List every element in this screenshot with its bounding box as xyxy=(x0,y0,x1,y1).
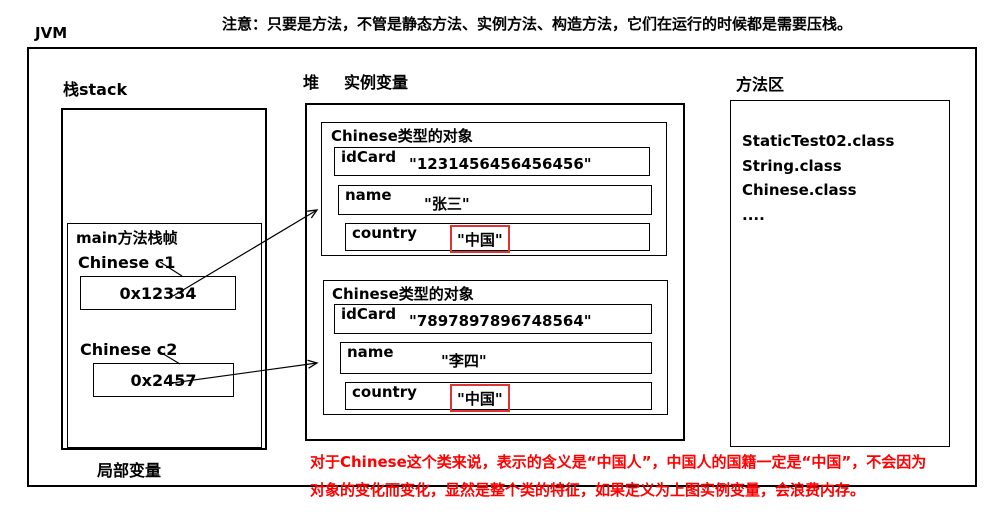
var-c2-label: Chinese c2 xyxy=(80,340,178,359)
class-item-3: Chinese.class xyxy=(742,181,857,199)
bottom-note-line2: 对象的变化而变化，显然是整个类的特征，如果定义为上图实例变量，会浪费内存。 xyxy=(310,481,866,499)
object2-country-highlight-box: "中国" xyxy=(450,384,510,412)
object2-name-value: "李四" xyxy=(441,352,487,370)
object1-name-label: name xyxy=(345,186,392,204)
stack-label: 栈stack xyxy=(63,80,128,99)
var-c2-value-box: 0x2457 xyxy=(93,363,234,397)
object1-idcard-value: "1231456456456456" xyxy=(409,155,592,173)
object2-idcard-row: idCard "7897897896748564" xyxy=(334,304,652,334)
jvm-outer-box xyxy=(27,47,977,487)
heap-label: 堆 xyxy=(303,73,320,92)
main-frame-title: main方法栈帧 xyxy=(76,229,178,247)
heap-object-2-box xyxy=(323,280,668,415)
object1-country-label: country xyxy=(352,224,417,242)
top-note: 注意：只要是方法，不管是静态方法、实例方法、构造方法，它们在运行的时候都是需要压… xyxy=(222,15,853,33)
local-vars-label: 局部变量 xyxy=(97,461,162,480)
object1-country-highlight-box: "中国" xyxy=(450,225,510,253)
jvm-label: JVM xyxy=(35,24,68,42)
class-item-ellipsis: .... xyxy=(742,205,765,224)
heap-object-1-box xyxy=(321,122,667,256)
main-frame-box xyxy=(67,223,262,448)
class-item-1: StaticTest02.class xyxy=(742,132,895,150)
var-c1-value-box: 0x12334 xyxy=(80,276,236,310)
object2-idcard-value: "7897897896748564" xyxy=(409,312,592,330)
object2-country-label: country xyxy=(352,383,417,401)
object2-name-label: name xyxy=(347,343,394,361)
var-c2-value: 0x2457 xyxy=(130,370,197,390)
object1-name-value: "张三" xyxy=(424,195,470,213)
object1-idcard-label: idCard xyxy=(341,148,397,166)
class-item-2: String.class xyxy=(742,156,842,175)
object1-name-row: name "张三" xyxy=(338,185,652,215)
instance-vars-label: 实例变量 xyxy=(344,73,409,92)
object1-idcard-row: idCard "1231456456456456" xyxy=(334,147,650,176)
object2-country-value: "中国" xyxy=(457,389,503,408)
var-c1-label: Chinese c1 xyxy=(78,253,176,272)
var-c1-value: 0x12334 xyxy=(119,283,197,303)
object1-country-value: "中国" xyxy=(457,230,503,249)
object1-country-row: country "中国" xyxy=(345,223,650,253)
method-area-box xyxy=(730,100,950,447)
heap-object-1-title: Chinese类型的对象 xyxy=(331,127,473,145)
method-area-label: 方法区 xyxy=(736,75,785,94)
object2-idcard-label: idCard xyxy=(341,305,397,323)
object2-name-row: name "李四" xyxy=(340,342,652,374)
method-area-items: StaticTest02.class String.class Chinese.… xyxy=(742,129,894,227)
object2-country-row: country "中国" xyxy=(345,382,652,412)
heap-object-2-title: Chinese类型的对象 xyxy=(332,285,474,303)
bottom-note-line1: 对于Chinese这个类来说，表示的含义是“中国人”，中国人的国籍一定是“中国”… xyxy=(310,453,927,471)
